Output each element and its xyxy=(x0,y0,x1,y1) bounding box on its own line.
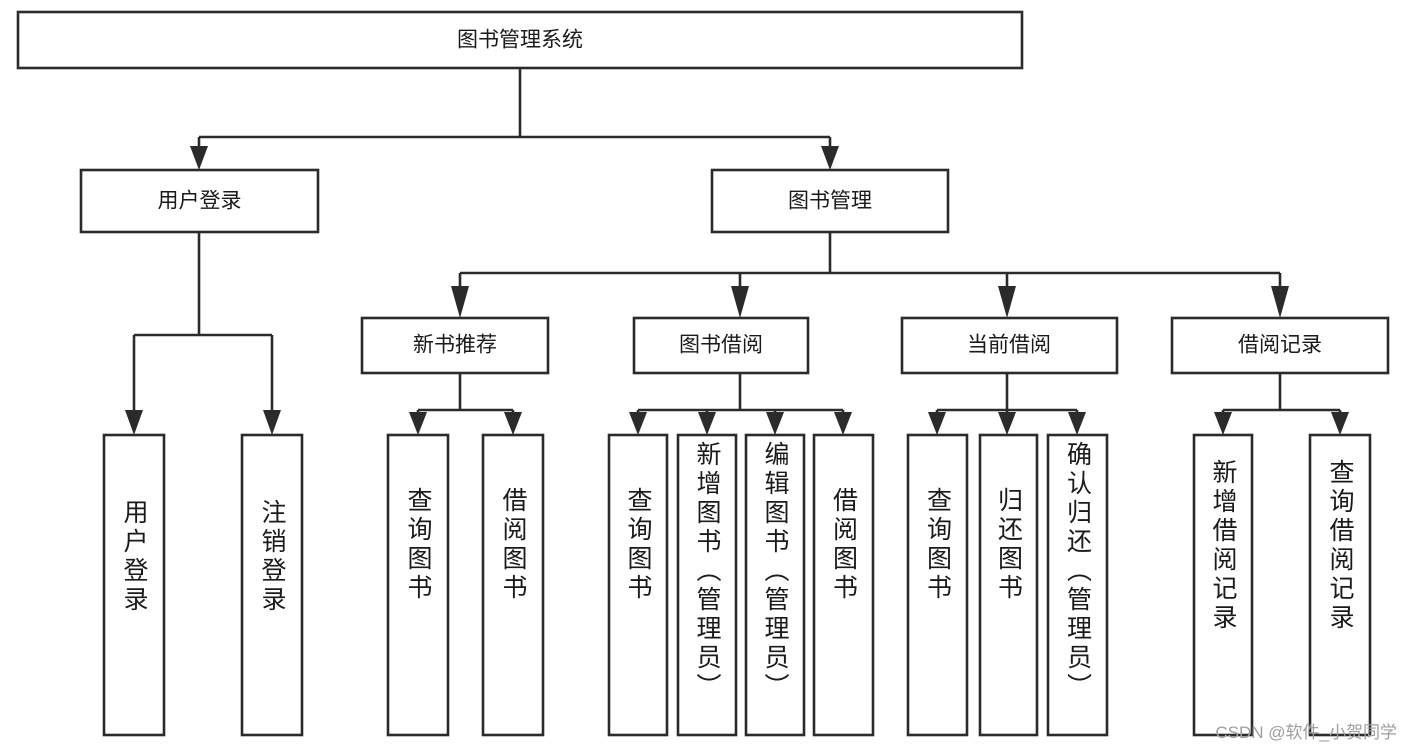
arrow-head-book-borrow xyxy=(731,286,749,318)
node-user-login[interactable]: 用户登录 xyxy=(79,168,320,234)
arrow-head-leaf-user-logout xyxy=(263,410,281,435)
node-leaf-user-login-box[interactable] xyxy=(102,433,166,737)
node-leaf-query-book-rec-box[interactable] xyxy=(386,433,450,737)
arrow-head-leaf-add-book xyxy=(698,412,716,435)
leaf-layer xyxy=(102,433,1372,737)
arrow-head-borrow-record xyxy=(1271,286,1289,318)
node-user-login-label: 用户登录 xyxy=(158,190,242,213)
node-leaf-edit-book-box[interactable] xyxy=(744,433,806,737)
node-new-book-rec[interactable]: 新书推荐 xyxy=(360,316,550,375)
arrow-head-leaf-return-book xyxy=(998,412,1016,435)
arrow-head-leaf-query-book-br xyxy=(629,412,647,435)
node-current-borrow-label: 当前借阅 xyxy=(967,334,1051,357)
arrow-head-leaf-edit-book xyxy=(766,412,784,435)
arrow-head-leaf-query-book-cb xyxy=(928,412,946,435)
node-leaf-query-book-cb-box[interactable] xyxy=(906,433,969,737)
node-book-manage-label: 图书管理 xyxy=(788,190,872,213)
node-leaf-query-record-box[interactable] xyxy=(1308,433,1372,737)
node-leaf-query-book-br-box[interactable] xyxy=(607,433,669,737)
node-leaf-return-book-box[interactable] xyxy=(978,433,1039,737)
node-leaf-confirm-return-box[interactable] xyxy=(1046,433,1109,737)
node-leaf-add-book-box[interactable] xyxy=(676,433,738,737)
node-root[interactable]: 图书管理系统 xyxy=(16,10,1024,70)
connector-layer xyxy=(125,68,1349,435)
node-new-book-rec-box[interactable] xyxy=(360,316,550,375)
node-current-borrow-box[interactable] xyxy=(900,316,1119,375)
node-book-manage[interactable]: 图书管理 xyxy=(710,168,950,234)
arrow-head-current-borrow xyxy=(998,286,1016,318)
node-book-borrow-box[interactable] xyxy=(632,316,810,375)
node-book-manage-box[interactable] xyxy=(710,168,950,234)
arrow-head-leaf-confirm-return xyxy=(1068,412,1086,435)
arrow-head-new-book-rec xyxy=(451,286,469,318)
node-leaf-add-record-box[interactable] xyxy=(1192,433,1254,737)
node-borrow-record-box[interactable] xyxy=(1170,316,1390,375)
arrow-head-leaf-user-login xyxy=(125,410,143,435)
node-borrow-record[interactable]: 借阅记录 xyxy=(1170,316,1390,375)
node-leaf-borrow-book-rec-box[interactable] xyxy=(481,433,545,737)
arrow-head-leaf-query-record xyxy=(1331,412,1349,435)
node-book-borrow-label: 图书借阅 xyxy=(679,334,763,357)
arrow-head-leaf-borrow-book-br xyxy=(834,412,852,435)
csdn-watermark: CSDN @软件_小贺同学 xyxy=(1215,723,1397,742)
arrow-head-user-login xyxy=(190,146,208,170)
node-new-book-rec-label: 新书推荐 xyxy=(413,334,497,357)
node-borrow-record-label: 借阅记录 xyxy=(1238,334,1322,357)
arrow-head-leaf-add-record xyxy=(1214,412,1232,435)
arrow-head-leaf-borrow-book-rec xyxy=(504,412,522,435)
node-user-login-box[interactable] xyxy=(79,168,320,234)
arrow-head-leaf-query-book-rec xyxy=(409,412,427,435)
node-root-box[interactable] xyxy=(16,10,1024,70)
arrow-head-book-manage xyxy=(821,146,839,170)
node-root-label: 图书管理系统 xyxy=(457,29,583,52)
node-leaf-borrow-book-br-box[interactable] xyxy=(812,433,875,737)
node-leaf-user-logout-box[interactable] xyxy=(240,433,304,737)
node-book-borrow[interactable]: 图书借阅 xyxy=(632,316,810,375)
node-current-borrow[interactable]: 当前借阅 xyxy=(900,316,1119,375)
